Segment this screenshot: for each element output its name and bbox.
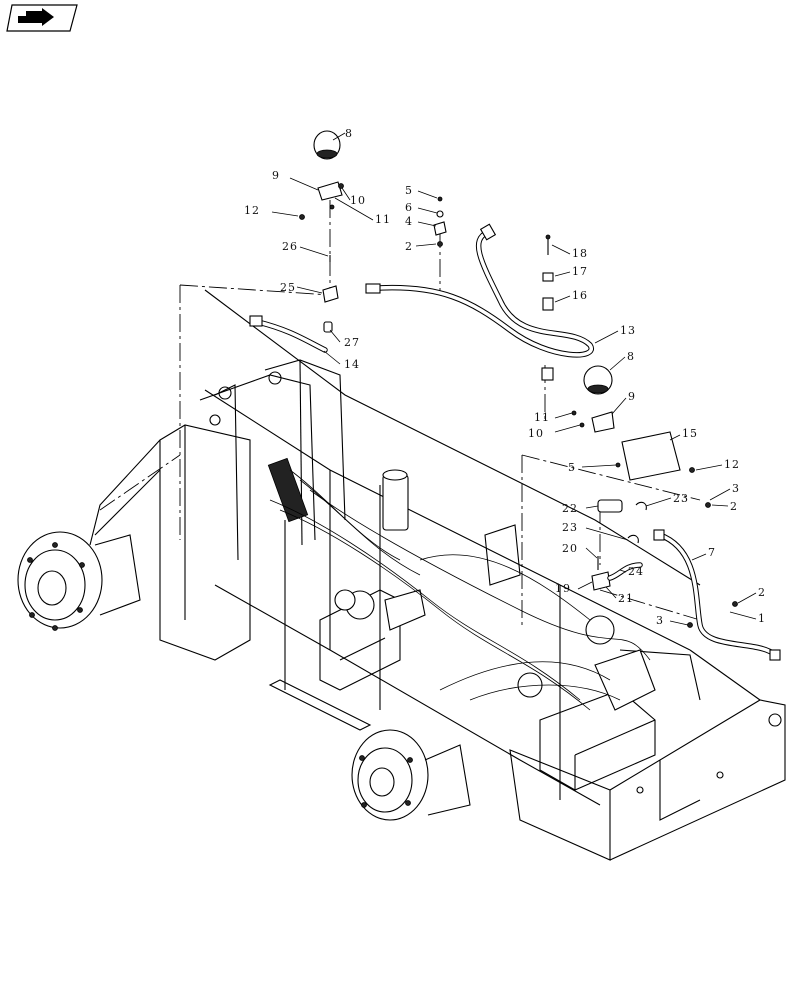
next-page-arrow-icon[interactable] <box>6 4 78 32</box>
loose-parts <box>299 130 738 628</box>
callout-8-right: 8 <box>627 350 635 363</box>
machine-frame <box>17 289 786 861</box>
callout-8-top: 8 <box>345 127 353 140</box>
callout-11-right: 11 <box>534 411 550 424</box>
callout-9-top: 9 <box>272 169 280 182</box>
callout-26: 26 <box>282 240 298 253</box>
callout-16: 16 <box>572 289 588 302</box>
callout-3-upper: 3 <box>732 482 740 495</box>
front-wheel-hub <box>17 531 141 631</box>
callout-12-right: 12 <box>724 458 740 471</box>
callout-2-lower: 2 <box>758 586 766 599</box>
callout-23-left: 23 <box>562 521 578 534</box>
callout-12-left: 12 <box>244 204 260 217</box>
callout-7: 7 <box>708 546 716 559</box>
callout-19: 19 <box>555 582 571 595</box>
callout-18: 18 <box>572 247 588 260</box>
callout-23-right: 23 <box>673 492 689 505</box>
callout-1: 1 <box>758 612 766 625</box>
callout-27: 27 <box>344 336 360 349</box>
assembly-leader-lines <box>99 200 701 625</box>
callout-24: 24 <box>628 565 644 578</box>
callout-11-top: 11 <box>375 213 391 226</box>
callout-21: 21 <box>618 592 634 605</box>
callout-13: 13 <box>620 324 636 337</box>
callout-22: 22 <box>562 502 578 515</box>
callout-14: 14 <box>344 358 360 371</box>
callout-4: 4 <box>405 215 413 228</box>
callout-leaders <box>271 132 757 626</box>
callout-6: 6 <box>405 201 413 214</box>
callout-15: 15 <box>682 427 698 440</box>
callout-5-top: 5 <box>405 184 413 197</box>
callout-10-top: 10 <box>350 194 366 207</box>
callout-5-right: 5 <box>568 461 576 474</box>
callout-2-top: 2 <box>405 240 413 253</box>
callout-2-right: 2 <box>730 500 738 513</box>
callout-3-lower: 3 <box>656 614 664 627</box>
callout-labels: 8 9 10 11 12 26 25 27 14 5 6 4 2 18 17 1… <box>244 127 766 627</box>
callout-20: 20 <box>562 542 578 555</box>
callout-25: 25 <box>280 281 296 294</box>
hose-assemblies <box>249 223 781 661</box>
callout-10-right: 10 <box>528 427 544 440</box>
callout-17: 17 <box>572 265 588 278</box>
rear-wheel-hub <box>351 729 471 821</box>
callout-9-right: 9 <box>628 390 636 403</box>
